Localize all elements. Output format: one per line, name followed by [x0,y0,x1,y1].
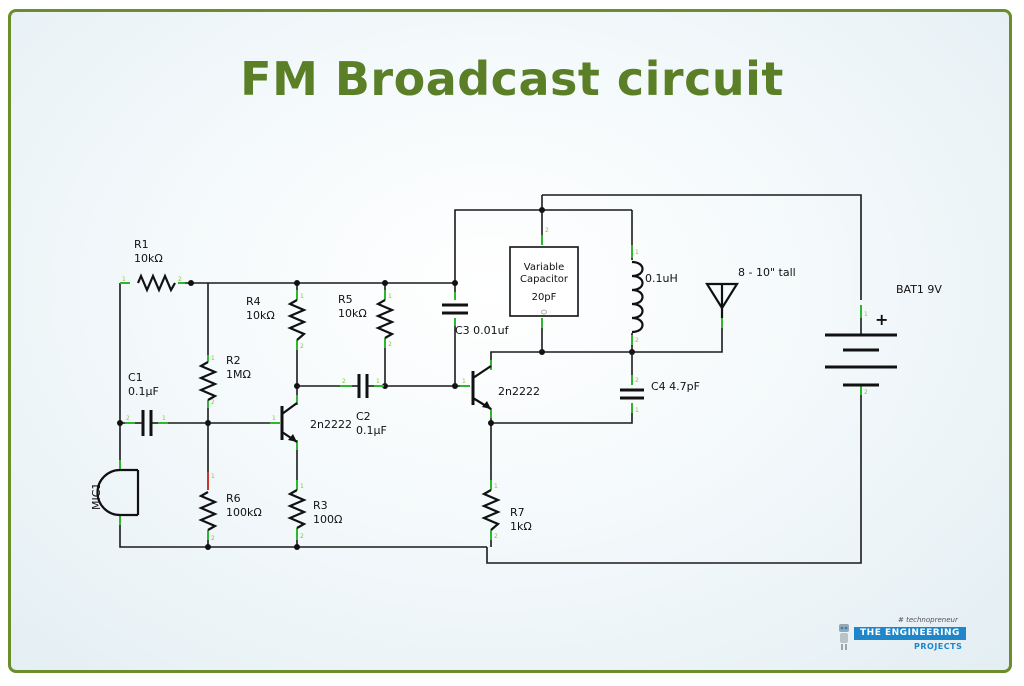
svg-text:Capacitor: Capacitor [520,274,569,285]
svg-text:R7: R7 [510,506,525,519]
capacitor-c3: C3 0.01uf [442,303,510,337]
resistor-r6: R6 100kΩ [198,491,262,531]
svg-text:2: 2 [635,377,639,384]
svg-text:1MΩ: 1MΩ [226,368,251,381]
svg-text:1: 1 [462,378,466,385]
battery-bat1: + BAT1 9V [825,283,942,387]
capacitor-c1: C1 0.1µF [128,371,159,436]
svg-text:2: 2 [178,276,182,283]
pin-numbers: 1 2 1 2 1 2 1 2 1 2 1 2 1 2 2 1 2 1 1 1 … [122,227,868,542]
svg-text:1: 1 [376,378,380,385]
svg-text:R5: R5 [338,293,353,306]
svg-text:R3: R3 [313,499,328,512]
svg-text:20pF: 20pF [532,292,557,303]
svg-text:2: 2 [300,343,304,350]
svg-text:10kΩ: 10kΩ [246,309,275,322]
microphone-mic1: MIC1 [90,468,140,517]
resistor-r4: R4 10kΩ [246,295,307,341]
pin-leads [119,235,862,540]
svg-text:+: + [875,310,888,329]
svg-text:2: 2 [342,378,346,385]
svg-text:2: 2 [635,337,639,344]
svg-text:MIC1: MIC1 [90,483,103,510]
svg-text:1: 1 [162,415,166,422]
svg-text:8 - 10" tall: 8 - 10" tall [738,266,796,279]
svg-text:100kΩ: 100kΩ [226,506,262,519]
svg-text:1: 1 [635,407,639,414]
svg-text:10kΩ: 10kΩ [338,307,367,320]
svg-text:2: 2 [494,533,498,540]
svg-text:2: 2 [211,535,215,542]
svg-text:C3 0.01uf: C3 0.01uf [455,324,510,337]
svg-text:C1: C1 [128,371,143,384]
engineering-projects-logo: # technopreneur THE ENGINEERING PROJECTS [836,616,971,656]
logo-tagline: # technopreneur [898,616,958,624]
svg-text:1: 1 [272,415,276,422]
svg-text:2: 2 [545,227,549,234]
svg-text:1: 1 [300,293,304,300]
resistor-r1: R1 10kΩ [134,238,176,293]
transistor-q2: 2n2222 [471,365,540,410]
logo-subtitle: PROJECTS [914,642,963,651]
resistor-r7: R7 1kΩ [481,489,532,533]
svg-text:1: 1 [300,483,304,490]
transistor-q1: 2n2222 [280,402,352,443]
svg-text:10kΩ: 10kΩ [134,252,163,265]
svg-text:1: 1 [211,473,215,480]
svg-text:C2: C2 [356,410,371,423]
svg-text:2: 2 [864,389,868,396]
svg-text:1: 1 [211,355,215,362]
svg-text:1: 1 [635,249,639,256]
svg-text:2: 2 [300,533,304,540]
diagram-title: FM Broadcast circuit [240,52,784,106]
svg-text:2: 2 [211,399,215,406]
svg-text:Variable: Variable [524,262,565,273]
logo-brand: THE ENGINEERING [854,627,966,640]
robot-mascot-icon [839,624,849,650]
svg-text:R6: R6 [226,492,241,505]
svg-text:1kΩ: 1kΩ [510,520,532,533]
svg-text:2n2222: 2n2222 [498,385,540,398]
svg-text:2n2222: 2n2222 [310,418,352,431]
variable-capacitor: Variable Capacitor 20pF [509,246,579,317]
svg-text:1: 1 [122,276,126,283]
resistor-r5: R5 10kΩ [338,293,395,339]
svg-text:BAT1 9V: BAT1 9V [896,283,942,296]
svg-text:0.1µF: 0.1µF [356,424,387,437]
svg-text:2: 2 [388,341,392,348]
svg-text:R1: R1 [134,238,149,251]
svg-text:100Ω: 100Ω [313,513,342,526]
svg-text:R2: R2 [226,354,241,367]
inductor-coil: 0.1uH [631,260,678,334]
resistor-r3: R3 100Ω [287,489,342,529]
antenna: 8 - 10" tall [705,266,796,318]
capacitor-c2: C2 0.1µF [352,374,387,437]
svg-text:C4 4.7pF: C4 4.7pF [651,380,700,393]
svg-text:R4: R4 [246,295,261,308]
svg-text:1: 1 [388,293,392,300]
svg-text:1: 1 [864,311,868,318]
svg-text:2: 2 [126,415,130,422]
svg-text:1: 1 [494,483,498,490]
resistor-r2: R2 1MΩ [198,354,251,401]
capacitor-c4: C4 4.7pF [620,380,700,400]
svg-text:0.1uH: 0.1uH [645,272,678,285]
svg-text:0.1µF: 0.1µF [128,385,159,398]
